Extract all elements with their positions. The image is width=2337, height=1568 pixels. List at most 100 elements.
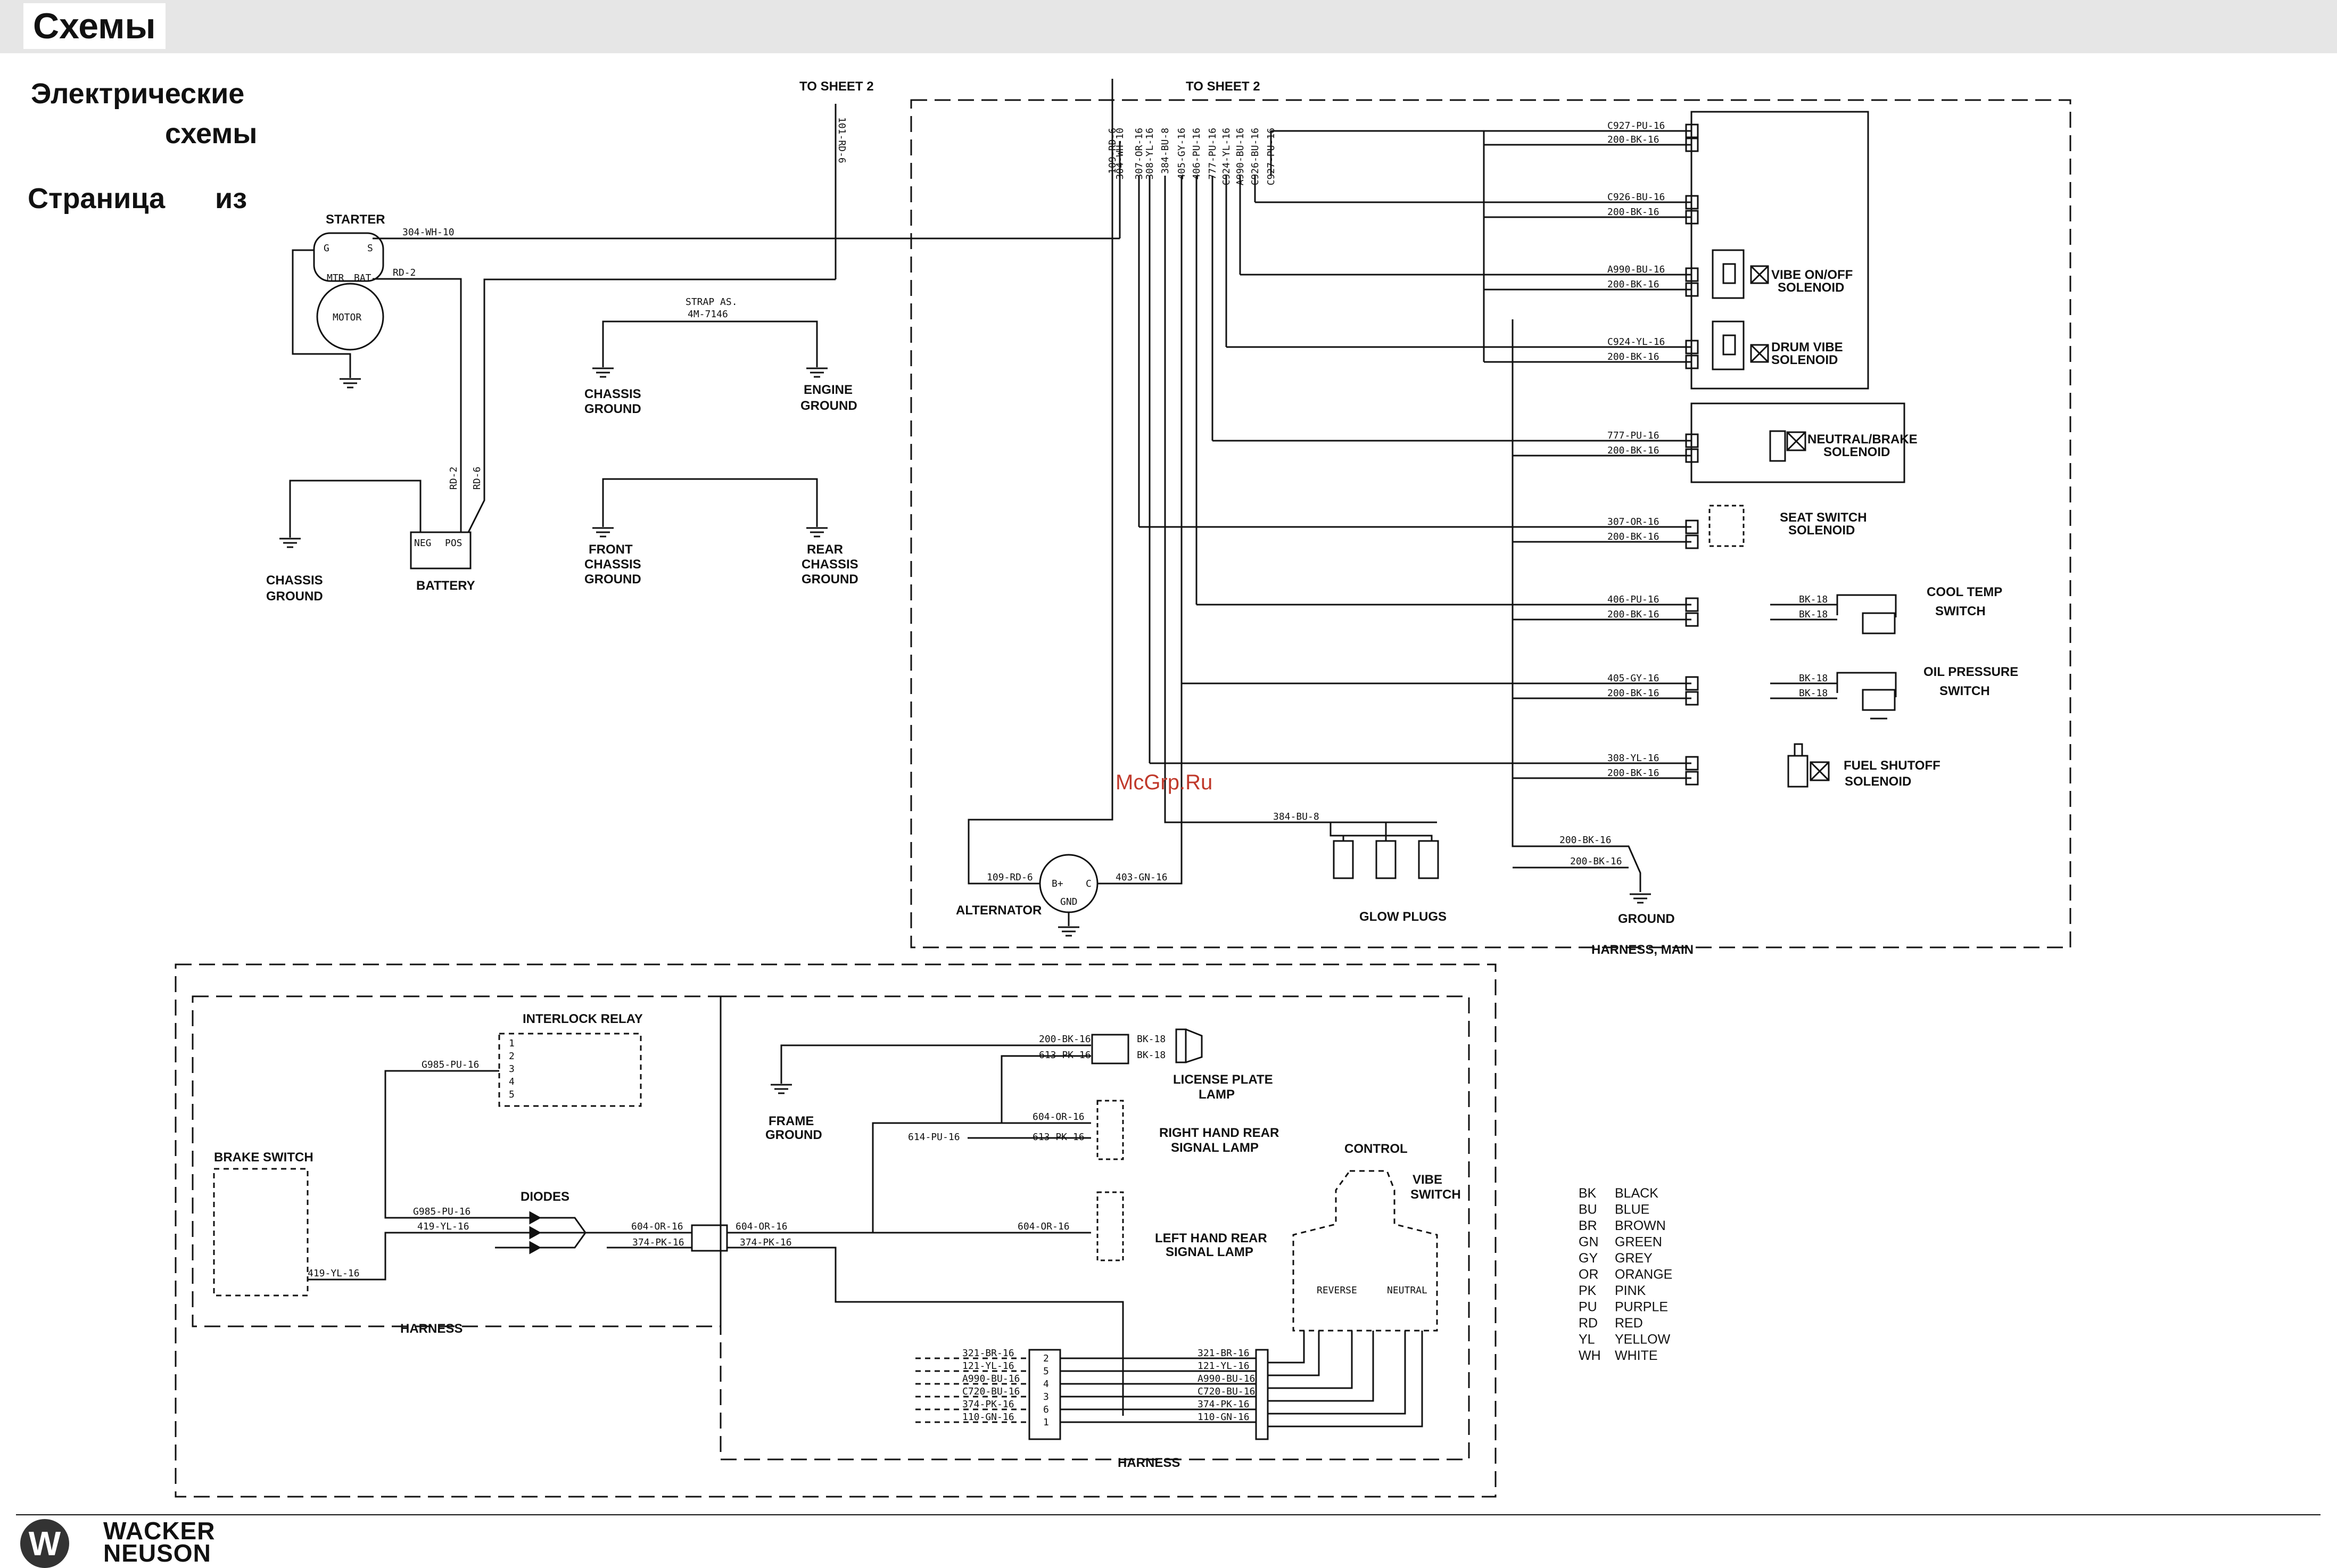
rh-rear-lamp-icon	[1096, 1100, 1124, 1160]
battery-label: BATTERY	[416, 579, 475, 593]
relay-pin-label: 1	[509, 1038, 515, 1049]
rear-ground-label-2: CHASSIS	[802, 557, 858, 572]
alternator-b-terminal: B+	[1052, 878, 1063, 889]
connector-right	[1255, 1349, 1269, 1440]
conn-right-label: A990-BU-16	[1198, 1373, 1255, 1384]
alternator-label: ALTERNATOR	[956, 903, 1042, 918]
mtr-label: MTR	[327, 273, 344, 284]
wire-419-label: 419-YL-16	[308, 1268, 360, 1279]
strap-wire	[602, 320, 818, 367]
legend-code: BK	[1579, 1186, 1597, 1201]
vibe-switch-icon	[1292, 1170, 1438, 1332]
lh-rear-lamp-label: LEFT HAND REAR	[1155, 1231, 1267, 1245]
row-wire-label: 200-BK-16	[1607, 134, 1659, 145]
cool-temp-switch-icon	[1836, 594, 1897, 634]
harness-main-box	[910, 99, 2071, 948]
legend-color: RED	[1615, 1316, 1643, 1331]
row-connector-pin	[1685, 519, 1699, 534]
row-connector-pin	[1685, 282, 1699, 297]
fuel-shutoff-label: FUEL SHUTOFF	[1844, 758, 1940, 773]
starter-ground-wire	[292, 249, 351, 378]
row-bk18-label: BK-18	[1799, 673, 1828, 684]
harness-label-1: HARNESS	[400, 1322, 463, 1336]
wire-bk18f-label: BK-18	[1137, 1050, 1166, 1061]
wire-374b-label: 374-PK-16	[740, 1237, 792, 1248]
conn-left-label: 121-YL-16	[962, 1360, 1014, 1372]
connector-license	[1091, 1034, 1129, 1064]
wire-109	[968, 79, 1113, 885]
wire-g985	[384, 1070, 499, 1219]
wire-rd6	[467, 278, 836, 533]
wire-rd2-label: RD-2	[393, 267, 416, 278]
wire-613b-label: 613-PK-16	[1033, 1132, 1085, 1143]
conn-left-label: 321-BR-16	[962, 1348, 1014, 1359]
conn-right-label: 121-YL-16	[1198, 1360, 1250, 1372]
row-connector-pin	[1685, 354, 1699, 369]
top-wire-label: 777-PU-16	[1207, 128, 1218, 180]
diodes-label: DIODES	[521, 1190, 569, 1204]
row-bk18-label: BK-18	[1799, 594, 1828, 605]
to-sheet-2-left: TO SHEET 2	[799, 79, 874, 94]
front-rear-ground-wire	[602, 478, 818, 527]
row-connector-pin	[1685, 448, 1699, 463]
brand-line-2: NEUSON	[103, 1539, 211, 1567]
wire-101-label: 101-RD-6	[836, 117, 847, 163]
wire-g985-label: G985-PU-16	[413, 1206, 470, 1217]
ground-label: GROUND	[1618, 912, 1675, 926]
relay-pin-label: 3	[509, 1063, 515, 1075]
conn-pin-label: 1	[1043, 1417, 1049, 1428]
row-connector-pin	[1685, 195, 1699, 210]
license-lamp-icon	[1175, 1028, 1187, 1063]
row-bk18-label: BK-18	[1799, 688, 1828, 699]
wire-304-label: 304-WH-10	[402, 227, 455, 238]
top-wire-label: C926-BU-16	[1250, 128, 1261, 185]
frame-ground-label: FRAME	[769, 1114, 814, 1128]
neutral-brake-label: NEUTRAL/BRAKE	[1807, 432, 1918, 447]
neutral-brake-solenoid-icon	[1769, 430, 1806, 462]
legend-code: GY	[1579, 1251, 1598, 1266]
legend-code: BR	[1579, 1218, 1597, 1233]
wire-614-label: 614-PU-16	[908, 1132, 960, 1143]
top-wire-label: A990-BU-16	[1235, 128, 1246, 185]
legend-color: YELLOW	[1615, 1332, 1671, 1347]
fuel-shutoff-label-2: SOLENOID	[1845, 774, 1911, 789]
wire-374a-label: 374-PK-16	[632, 1237, 684, 1248]
wire-rd2	[373, 278, 462, 532]
wire-403-label: 403-GN-16	[1116, 872, 1168, 883]
row-wire-label: 200-BK-16	[1607, 768, 1659, 779]
row-wire-label: 405-GY-16	[1607, 673, 1659, 684]
legend-color: PINK	[1615, 1283, 1646, 1298]
seat-switch-icon	[1708, 505, 1745, 547]
subtitle-page: Страница	[28, 183, 166, 214]
top-wire-label: 384-BU-8	[1160, 128, 1171, 174]
alternator-gnd-terminal: GND	[1060, 896, 1078, 907]
wire-bk18e-label: BK-18	[1137, 1034, 1166, 1045]
legend-color: BLACK	[1615, 1186, 1658, 1201]
connector-c1	[691, 1224, 728, 1252]
lh-rear-lamp-label-2: SIGNAL LAMP	[1166, 1245, 1253, 1259]
row-wire-label: A990-BU-16	[1607, 264, 1665, 275]
lower-harness-box	[175, 963, 1497, 1498]
legend-code: RD	[1579, 1316, 1598, 1331]
vibe-onoff-solenoid-icon	[1712, 249, 1769, 299]
drum-vibe-solenoid-icon	[1712, 320, 1769, 370]
subtitle-electrical: Электрические	[31, 78, 245, 110]
alternator-c-terminal: C	[1086, 878, 1092, 889]
front-ground-label-3: GROUND	[584, 572, 641, 587]
lh-rear-lamp-icon	[1096, 1191, 1124, 1261]
ground-wire	[1512, 319, 1641, 892]
row-connector-pin	[1685, 676, 1699, 691]
license-lamp-label-2: LAMP	[1199, 1087, 1235, 1102]
wire-384-label: 384-BU-8	[1273, 811, 1319, 822]
vibe-switch-label-2: SWITCH	[1410, 1187, 1461, 1202]
license-lamp-label: LICENSE PLATE	[1173, 1072, 1273, 1087]
front-ground-label: FRONT	[589, 542, 633, 557]
battery-ground-wire	[289, 480, 422, 538]
wire-384	[1164, 176, 1437, 823]
legend-code: PK	[1579, 1283, 1597, 1298]
watermark: McGrp.Ru	[1116, 771, 1213, 794]
wire-604c-label: 604-OR-16	[1033, 1111, 1085, 1123]
row-wire-label: 308-YL-16	[1607, 753, 1659, 764]
